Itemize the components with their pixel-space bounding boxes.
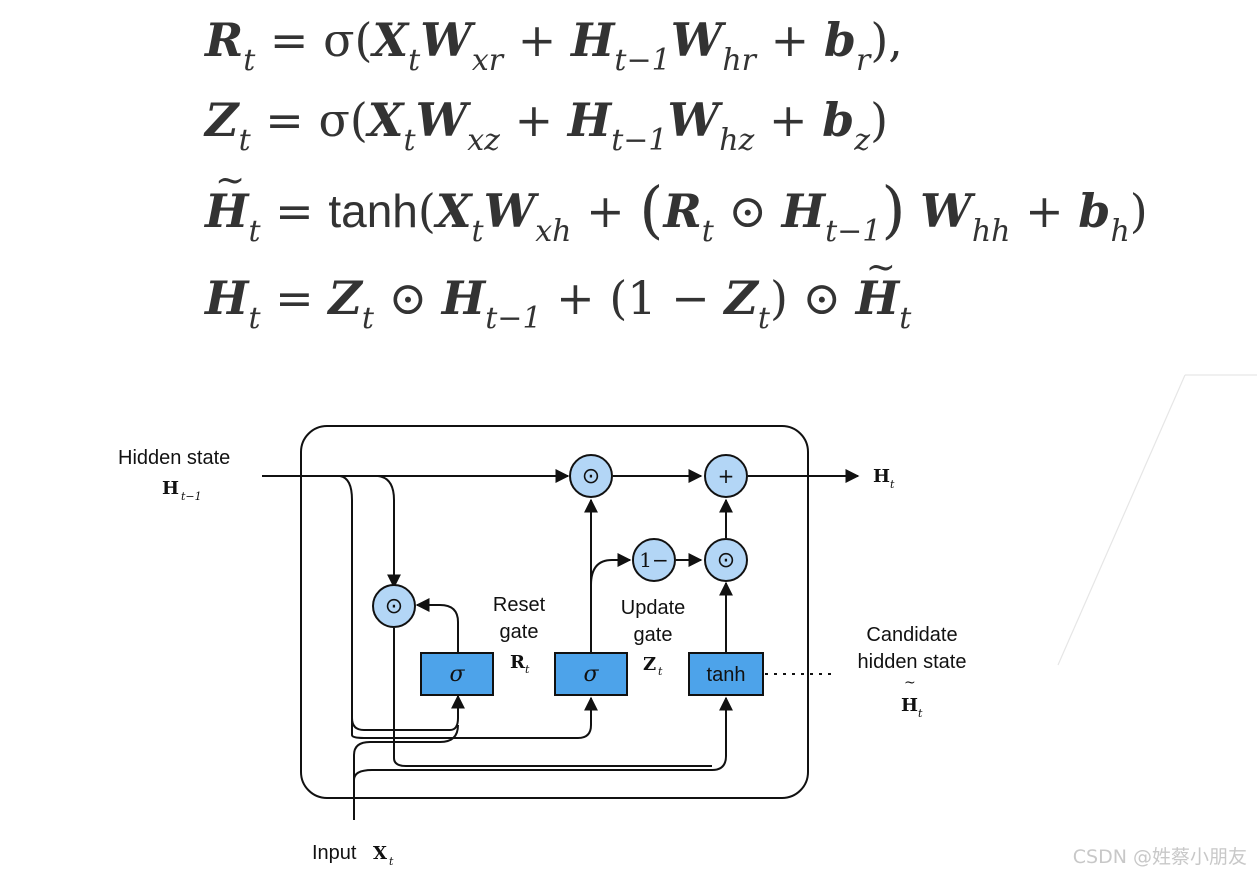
svg-text:σ: σ [449,662,465,687]
hidden-state-label: Hidden state [118,447,230,469]
gru-cell-box [300,425,809,799]
op-mul-candidate: ⊙ [704,538,748,582]
update-gate-label-2: gate [634,624,673,646]
candidate-symbol: H [901,695,918,716]
reset-gate-to-mul-line [415,598,459,653]
input-sub: t [389,855,394,868]
hidden-to-update-gate-line [351,500,598,739]
output-symbol: H [873,466,890,487]
watermark: CSDN @姓蔡小朋友 [1072,846,1247,868]
svg-text:⊙: ⊙ [717,548,735,573]
reset-gate-label-2: gate [500,621,539,643]
equation-update-gate: Zt = σ(XtWxz + Ht−1Whz + bz) [205,93,889,158]
hidden-to-reset-gate-line [339,475,465,731]
input-to-reset-line [353,724,459,820]
svg-text:⊙: ⊙ [582,464,600,489]
equation-candidate-state: Ht = tanh(XtWxh + (Rt ⊙ Ht−1) Whh + bh) [205,151,1148,262]
update-gate-to-one-minus-line [590,553,632,586]
hidden-to-reset-mul-line [377,475,401,589]
reset-gate-sub: t [525,663,530,676]
eq-r-lhs: R [205,13,244,67]
update-gate-label-1: Update [621,597,686,619]
svg-text:1−: 1− [639,548,668,572]
update-gate-sub: t [658,665,663,678]
op-mul-reset: ⊙ [372,584,416,628]
update-gate-symbol: Z [643,654,656,675]
candidate-label-2: hidden state [858,651,967,673]
equation-reset-gate: Rt = σ(XtWxr + Ht−1Whr + br), [205,13,903,78]
svg-text:+: + [718,464,735,488]
input-symbol: X [373,843,387,864]
update-gate-box: σ [554,652,628,696]
svg-text:tanh: tanh [707,664,746,686]
reset-gate-box: σ [420,652,494,696]
candidate-sub: t [918,707,923,720]
reset-gate-symbol: R [510,652,526,673]
svg-text:σ: σ [583,662,599,687]
hidden-state-sub: t−1 [181,490,202,503]
candidate-label-1: Candidate [866,624,957,646]
tanh-box: tanh [688,652,764,696]
hidden-state-symbol: H [162,478,179,499]
input-to-tanh-line [353,696,733,820]
op-mul-top: ⊙ [569,454,613,498]
reset-gate-label-1: Reset [493,594,546,616]
decor-line [1057,374,1186,666]
output-sub: t [890,478,895,491]
candidate-tilde: ~ [904,675,916,691]
equation-hidden-state: Ht = Zt ⊙ Ht−1 + (1 − Zt) ⊙ Ht [205,238,911,349]
op-plus: + [704,454,748,498]
input-label: Input [312,842,357,864]
svg-text:⊙: ⊙ [385,594,403,619]
op-one-minus: 1− [632,538,676,582]
reset-mul-to-tanh-line [393,628,712,767]
